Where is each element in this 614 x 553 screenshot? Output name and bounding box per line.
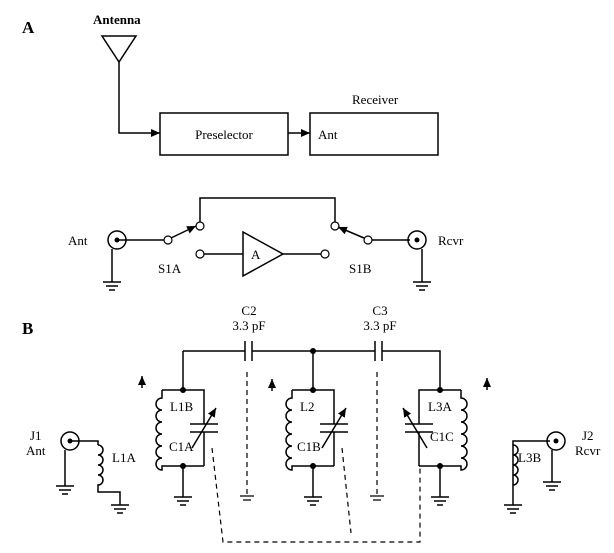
l3a-label: L3A: [428, 399, 452, 414]
s1b-label: S1B: [349, 261, 372, 276]
c1b-label: C1B: [297, 439, 321, 454]
l1b-label: L1B: [170, 399, 193, 414]
c2-value: 3.3 pF: [232, 318, 265, 333]
l1a-coil: [97, 444, 129, 514]
antenna-symbol: [100, 35, 160, 137]
c3-value: 3.3 pF: [363, 318, 396, 333]
amplifier-symbol: [242, 230, 321, 278]
ganged-tuning-link: [211, 372, 421, 543]
c2-name: C2: [241, 303, 256, 318]
switch-s1b: [320, 221, 410, 259]
j1-name: J1: [30, 428, 42, 443]
receiver-input-label: Ant: [318, 127, 338, 142]
ant-label: Ant: [68, 233, 88, 248]
l3b-coil: [504, 440, 550, 514]
l3b-label: L3B: [518, 450, 541, 465]
j2-connector: [543, 431, 566, 491]
l1a-label: L1A: [112, 450, 136, 465]
tank2: [268, 379, 348, 506]
ant-connector: [103, 230, 164, 291]
c1c-label: C1C: [430, 429, 454, 444]
c1a-label: C1A: [169, 439, 194, 454]
rcvr-label: Rcvr: [438, 233, 464, 248]
preselector-block: [159, 112, 289, 156]
receiver-block: [309, 112, 439, 156]
tank1: [138, 376, 218, 506]
preselector-label: Preselector: [195, 127, 253, 142]
s1a-label: S1A: [158, 261, 182, 276]
rcvr-connector: [407, 230, 431, 291]
receiver-label: Receiver: [352, 92, 399, 107]
c3-name: C3: [372, 303, 387, 318]
coupling-capacitors: [182, 341, 441, 390]
tank3: [402, 378, 491, 506]
j2-name: J2: [582, 428, 594, 443]
amplifier-label: A: [251, 247, 261, 262]
section-b-label: B: [22, 319, 33, 338]
l2-label: L2: [300, 399, 314, 414]
j1-connector: [56, 431, 99, 495]
antenna-label: Antenna: [93, 12, 141, 27]
j2-func: Rcvr: [575, 443, 601, 458]
switch-s1a: [163, 197, 336, 259]
j1-func: Ant: [26, 443, 46, 458]
section-a-label: A: [22, 18, 35, 37]
